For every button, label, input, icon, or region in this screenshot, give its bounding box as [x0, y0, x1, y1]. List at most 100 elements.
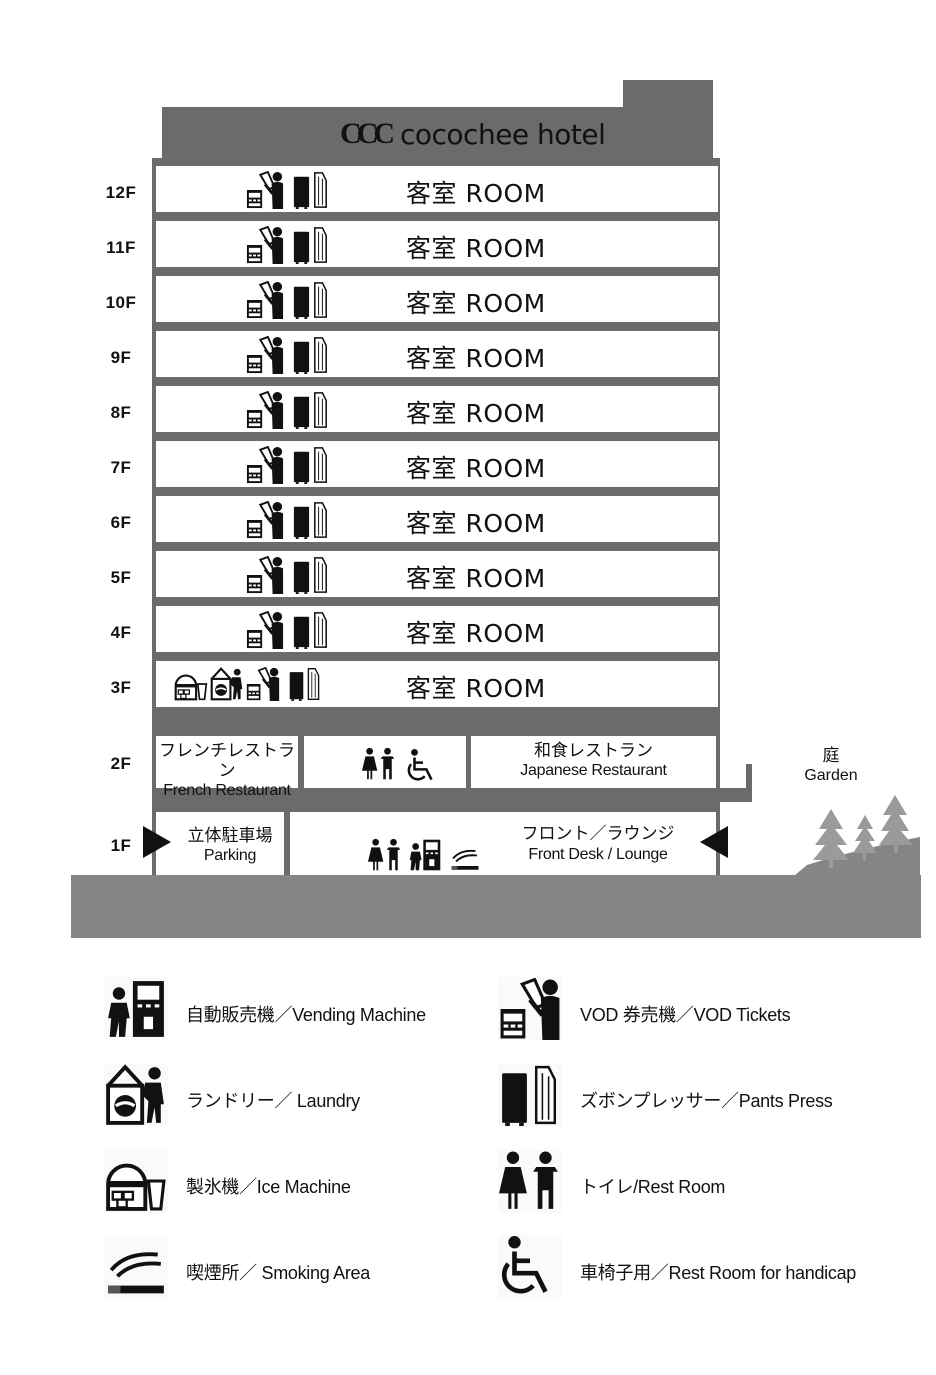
- legend-item: VOD 券売機／VOD Tickets: [498, 977, 898, 1047]
- smoking-icon: [104, 1235, 168, 1299]
- vod-tickets-icon: [498, 977, 562, 1041]
- room-floor-12f: 客室 ROOM: [154, 166, 720, 212]
- room-floor-8f: 客室 ROOM: [154, 386, 720, 432]
- garden-jp: 庭: [822, 746, 840, 765]
- restroom-icon: [368, 838, 402, 872]
- floor-label-12f: 12F: [105, 183, 137, 202]
- garden-trees-illustration: [795, 795, 920, 875]
- legend-item: 喫煙所／ Smoking Area: [104, 1235, 504, 1305]
- legend-item: ズボンプレッサー／Pants Press: [498, 1063, 898, 1133]
- pants-press-icon: [292, 171, 330, 209]
- pants-press-icon: [288, 667, 322, 701]
- japanese-restaurant-jp: 和食レストラン: [534, 741, 653, 760]
- legend-text: VOD 券売機／VOD Tickets: [580, 1005, 791, 1025]
- hotel-name: cocochee hotel: [400, 117, 606, 151]
- laundry-icon: [210, 667, 244, 701]
- garden-en: Garden: [804, 767, 858, 784]
- legend-text: 車椅子用／Rest Room for handicap: [580, 1263, 856, 1283]
- main-entrance-arrow-icon: [700, 826, 728, 858]
- room-floor-7f: 客室 ROOM: [154, 441, 720, 487]
- pants-press-icon: [292, 446, 330, 484]
- vod-tickets-icon: [246, 226, 284, 264]
- vod-tickets-icon: [246, 281, 284, 319]
- pants-press-icon: [292, 501, 330, 539]
- front-lounge-jp: フロント／ラウンジ: [521, 824, 675, 843]
- room-label: 客室 ROOM: [406, 289, 546, 318]
- parking: 立体駐車場 Parking: [156, 812, 284, 876]
- wheelchair-icon: [498, 1235, 562, 1299]
- floor-label-6f: 6F: [110, 513, 132, 532]
- vod-tickets-icon: [246, 501, 284, 539]
- legend-item: 自動販売機／Vending Machine: [104, 977, 504, 1047]
- legend-item: ランドリー／ Laundry: [104, 1063, 504, 1133]
- hotel-logo: CCC cocochee hotel: [340, 115, 606, 153]
- floor2-balcony: [716, 788, 752, 802]
- vod-tickets-icon: [246, 611, 284, 649]
- parking-jp: 立体駐車場: [187, 826, 273, 845]
- japanese-restaurant: 和食レストラン Japanese Restaurant: [471, 736, 716, 788]
- room-label: 客室 ROOM: [406, 674, 546, 703]
- legend-item: 車椅子用／Rest Room for handicap: [498, 1235, 898, 1305]
- floor-label-4f: 4F: [110, 623, 132, 642]
- room-label: 客室 ROOM: [406, 179, 546, 208]
- room-label: 客室 ROOM: [406, 619, 546, 648]
- vod-tickets-icon: [246, 171, 284, 209]
- french-restaurant: フレンチレストラン French Restaurant: [156, 736, 298, 799]
- room-floor-9f: 客室 ROOM: [154, 331, 720, 377]
- floor-label-2f: 2F: [110, 754, 132, 773]
- legend-item: 製氷機／Ice Machine: [104, 1149, 504, 1219]
- garden-label: 庭 Garden: [796, 746, 866, 786]
- legend-text: 喫煙所／ Smoking Area: [186, 1263, 370, 1283]
- room-floor-4f: 客室 ROOM: [154, 606, 720, 652]
- floor-label-11f: 11F: [106, 238, 136, 257]
- pants-press-icon: [292, 336, 330, 374]
- ice-machine-icon: [174, 667, 208, 701]
- front-lounge: フロント／ラウンジ Front Desk / Lounge: [290, 812, 716, 876]
- room-floor-6f: 客室 ROOM: [154, 496, 720, 542]
- room-label: 客室 ROOM: [406, 234, 546, 263]
- ground: [71, 875, 921, 938]
- floor-label-5f: 5F: [110, 568, 132, 587]
- floor2-restrooms: [304, 736, 466, 788]
- vod-tickets-icon: [246, 391, 284, 429]
- pants-press-icon: [498, 1063, 562, 1127]
- room-floor-5f: 客室 ROOM: [154, 551, 720, 597]
- front-lounge-en: Front Desk / Lounge: [528, 846, 668, 863]
- parking-en: Parking: [203, 847, 257, 864]
- legend-text: トイレ/Rest Room: [580, 1177, 726, 1197]
- building-roof: [162, 107, 713, 160]
- legend-text: ズボンプレッサー／Pants Press: [580, 1091, 833, 1111]
- hotel-logo-mark: CCC: [340, 117, 395, 150]
- vending-machine-icon: [408, 838, 442, 872]
- balcony-post: [746, 764, 752, 794]
- room-floor-11f: 客室 ROOM: [154, 221, 720, 267]
- vod-tickets-icon: [246, 667, 280, 701]
- vod-tickets-icon: [246, 556, 284, 594]
- vending-machine-icon: [104, 977, 168, 1041]
- legend-item: トイレ/Rest Room: [498, 1149, 898, 1219]
- legend-text: 製氷機／Ice Machine: [186, 1177, 351, 1197]
- pants-press-icon: [292, 391, 330, 429]
- floor-label-10f: 10F: [105, 293, 137, 312]
- vod-tickets-icon: [246, 336, 284, 374]
- japanese-restaurant-en: Japanese Restaurant: [520, 762, 667, 779]
- legend-text: ランドリー／ Laundry: [186, 1091, 360, 1111]
- room-label: 客室 ROOM: [406, 564, 546, 593]
- floor-label-9f: 9F: [110, 348, 132, 367]
- floor-label-1f: 1F: [110, 836, 132, 855]
- french-restaurant-jp: フレンチレストラン: [159, 741, 295, 780]
- room-label: 客室 ROOM: [406, 454, 546, 483]
- floor-label-3f: 3F: [110, 678, 132, 697]
- smoking-icon: [450, 842, 480, 872]
- legend-text: 自動販売機／Vending Machine: [186, 1005, 426, 1025]
- laundry-icon: [104, 1063, 168, 1127]
- room-label: 客室 ROOM: [406, 509, 546, 538]
- parking-entrance-arrow-icon: [143, 826, 171, 858]
- floor-label-8f: 8F: [110, 403, 132, 422]
- room-label: 客室 ROOM: [406, 344, 546, 373]
- wheelchair-icon: [406, 749, 440, 783]
- pants-press-icon: [292, 556, 330, 594]
- ice-machine-icon: [104, 1149, 168, 1213]
- pants-press-icon: [292, 226, 330, 264]
- vod-tickets-icon: [246, 446, 284, 484]
